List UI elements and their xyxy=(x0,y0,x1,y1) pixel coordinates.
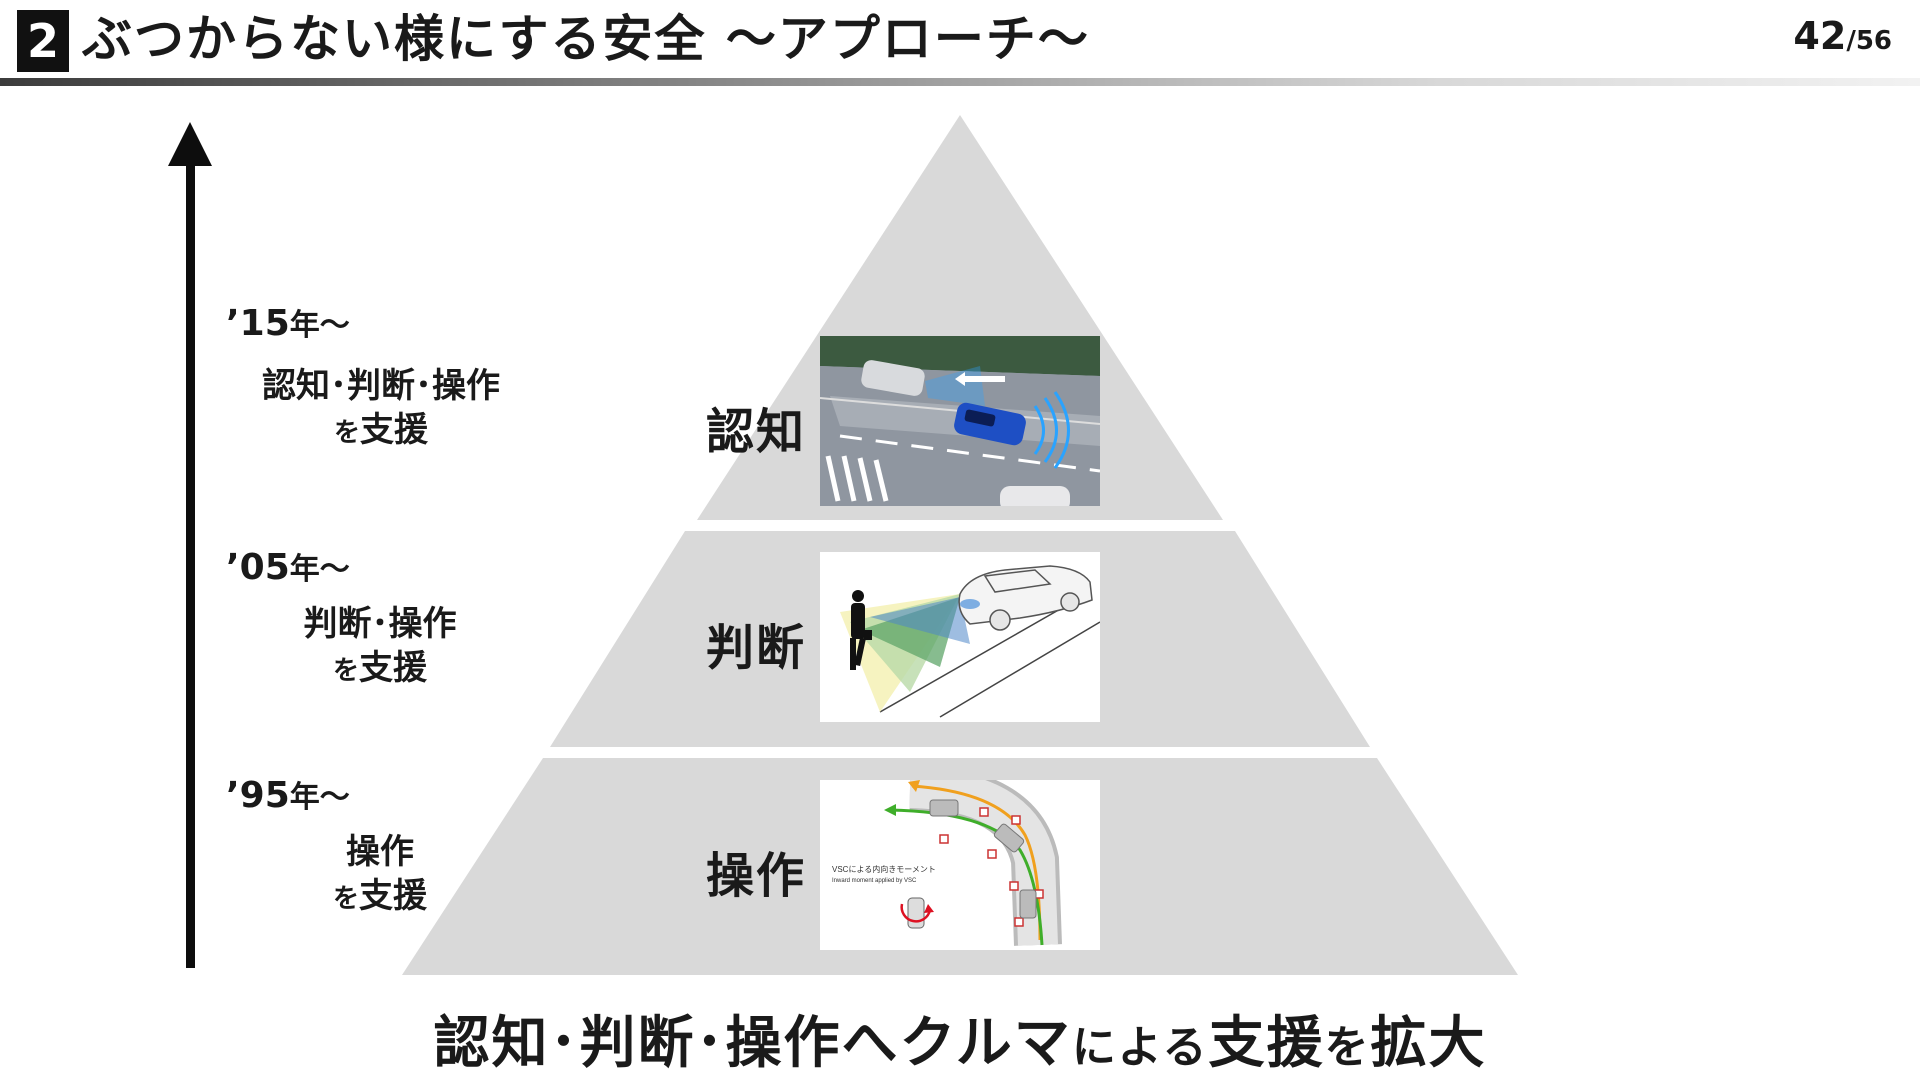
rotation-arrow-icon xyxy=(900,903,932,923)
era-desc-line2: を支援 xyxy=(290,646,470,693)
era-desc-1995: 操作 を支援 xyxy=(320,830,440,921)
vsc-cornering-diagram: VSCによる内向きモーメント Inward moment applied by … xyxy=(820,780,1100,950)
era-desc-support: 支援 xyxy=(359,876,427,916)
era-desc-line1: 認知･判断･操作 xyxy=(262,366,500,406)
era-desc-particle: を xyxy=(332,884,359,914)
era-year-suffix: 年～ xyxy=(289,308,350,343)
car-top-view-icon xyxy=(907,897,925,929)
tier-label-recognition: 認知 xyxy=(706,404,807,460)
era-year-2015: ’15年～ xyxy=(226,300,350,344)
era-desc-support: 支援 xyxy=(360,410,428,450)
era-desc-line2: を支援 xyxy=(320,874,440,921)
vsc-caption-en: Inward moment applied by VSC xyxy=(832,878,917,884)
era-desc-2015: 認知･判断･操作 を支援 xyxy=(256,364,506,455)
era-year-text: ’95 xyxy=(226,775,290,816)
era-desc-line1: 判断･操作 xyxy=(303,604,457,644)
era-desc-2005: 判断･操作 を支援 xyxy=(290,602,470,693)
era-year-text: ’05 xyxy=(226,547,290,588)
timeline-axis xyxy=(186,158,195,968)
era-year-1995: ’95年～ xyxy=(226,772,350,816)
page-current: 42 xyxy=(1793,14,1847,58)
era-desc-support: 支援 xyxy=(359,648,427,688)
page-separator: / xyxy=(1846,26,1856,56)
era-year-suffix: 年～ xyxy=(289,780,350,815)
era-year-text: ’15 xyxy=(226,303,290,344)
era-year-suffix: 年～ xyxy=(289,552,350,587)
footer-part2: による xyxy=(1071,1022,1209,1073)
header-divider xyxy=(0,78,1920,86)
page-number: 42/56 xyxy=(1793,14,1892,58)
pre-collision-radar-illustration xyxy=(820,336,1100,506)
page-total: 56 xyxy=(1855,26,1892,56)
footer-part5: 拡大 xyxy=(1370,1011,1487,1076)
footer-conclusion: 認知･判断･操作へクルマによる支援を拡大 xyxy=(0,998,1920,1079)
section-number-badge: 2 xyxy=(17,10,69,72)
tier-label-operation: 操作 xyxy=(706,848,807,904)
tier-label-judgment: 判断 xyxy=(706,620,807,676)
footer-part4: を xyxy=(1324,1022,1371,1073)
era-desc-particle: を xyxy=(332,656,359,686)
era-desc-line1: 操作 xyxy=(346,832,414,872)
slide-header: 2 ぶつからない様にする安全 ～アプローチ～ 42/56 xyxy=(0,0,1920,86)
pedestrian-detection-illustration xyxy=(820,552,1100,722)
footer-part1: 認知･判断･操作へクルマ xyxy=(433,1011,1072,1076)
slide-title: ぶつからない様にする安全 ～アプローチ～ xyxy=(82,10,1090,68)
vsc-caption-jp: VSCによる内向きモーメント xyxy=(832,864,936,874)
footer-part3: 支援 xyxy=(1208,1011,1325,1076)
era-year-2005: ’05年～ xyxy=(226,544,350,588)
era-desc-line2: を支援 xyxy=(256,408,506,455)
era-desc-particle: を xyxy=(333,418,360,448)
